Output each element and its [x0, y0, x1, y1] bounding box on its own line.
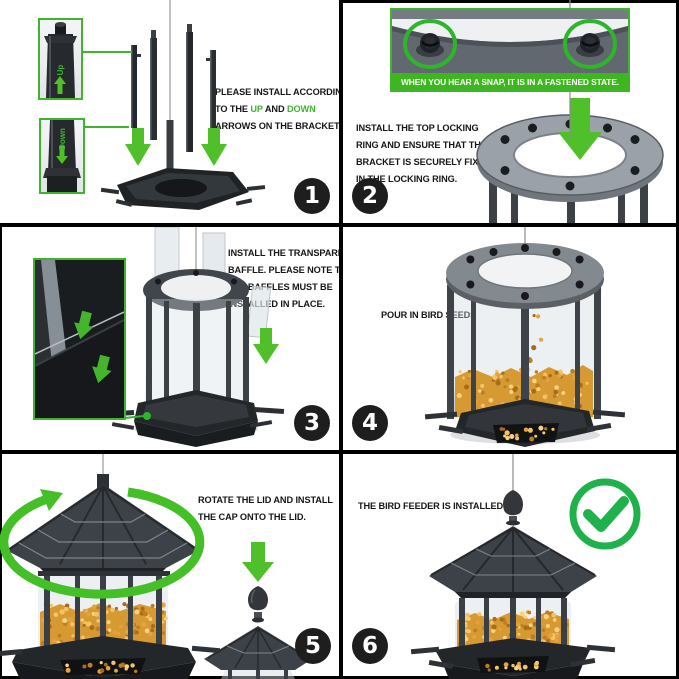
vertical-divider [339, 0, 343, 679]
roof-ridges [9, 485, 197, 568]
down-bracket-closeup: Down [43, 120, 81, 192]
highlight-circle [403, 19, 457, 69]
down-arrow-icon [253, 328, 279, 364]
locking-ring-illustration [476, 0, 664, 223]
horizontal-divider [0, 450, 679, 454]
pour-seeds-illustration [424, 227, 626, 447]
cage-posts [146, 297, 249, 407]
panel-step-2: WHEN YOU HEAR A SNAP, IT IS IN A FASTENE… [343, 0, 679, 223]
top-ring [143, 269, 249, 311]
snap-closeup-inset: WHEN YOU HEAR A SNAP, IT IS IN A FASTENE… [390, 8, 630, 92]
ring-bolts [466, 244, 584, 300]
horizontal-divider [0, 223, 679, 227]
up-word: UP [250, 104, 263, 114]
frame-edge-top [339, 0, 679, 3]
hex-base [424, 399, 626, 447]
panel-step-1: Up Down PLEASE INSTALL ACCORDING TO THE … [0, 0, 339, 223]
step-number-badge: 6 [352, 628, 388, 664]
highlight-circle [563, 19, 617, 69]
bracket-inset-down: Down [39, 118, 85, 194]
lid-cap [503, 490, 523, 526]
step-1-caption: PLEASE INSTALL ACCORDING TO THE UP AND D… [215, 87, 339, 131]
step-number-badge: 3 [294, 405, 330, 441]
tray-seeds [499, 425, 555, 442]
up-label: Up [56, 65, 65, 76]
body-posts [44, 574, 162, 652]
bracket-assembly-illustration [100, 0, 266, 210]
locking-knob [576, 33, 604, 57]
cage-posts [489, 180, 648, 223]
top-locking-ring [446, 243, 604, 309]
step-4-caption: POUR IN BIRD SEEDS [381, 310, 477, 320]
snap-closeup [392, 10, 628, 73]
frame-edge-left [0, 223, 2, 679]
bracket-rods [131, 24, 216, 152]
step-2-caption: INSTALL THE TOP LOCKING RING AND ENSURE … [356, 123, 491, 184]
lid-cap [248, 586, 268, 623]
panel-step-4: POUR IN BIRD SEEDS 4 [343, 227, 679, 450]
hex-base [103, 390, 285, 447]
connector-dot [143, 412, 151, 420]
step-3-caption: INSTALL THE TRANSPARENT BAFFLE. PLEASE N… [228, 248, 339, 309]
frame-edge-right [676, 0, 679, 679]
step-5-caption: ROTATE THE LID AND INSTALL THE CAP ONTO … [198, 495, 333, 522]
step-number-badge: 5 [295, 628, 331, 664]
rotate-arrow-icon [0, 487, 205, 599]
down-arrow-icon [125, 128, 151, 166]
inset-connector-line [123, 415, 145, 419]
down-arrow-icon [74, 310, 94, 340]
finished-feeder-illustration [410, 454, 641, 679]
seed-texture [456, 367, 589, 417]
step-number-badge: 1 [294, 178, 330, 214]
pagoda-roof [429, 526, 597, 598]
down-label: Down [58, 128, 67, 150]
step-number-badge: 2 [352, 178, 388, 214]
roof-tiles [18, 513, 188, 559]
up-bracket-closeup: Up [44, 22, 77, 98]
down-arrow-icon [558, 98, 602, 160]
inset-connector-line [83, 126, 129, 128]
cage-posts [447, 285, 601, 419]
lid-rotate-illustration [0, 454, 312, 679]
hex-base [100, 120, 266, 210]
baffle-slot-inset [33, 258, 126, 420]
snap-banner: WHEN YOU HEAR A SNAP, IT IS IN A FASTENE… [392, 73, 628, 90]
panel-step-5: ROTATE THE LID AND INSTALL THE CAP ONTO … [0, 454, 339, 679]
tray-seeds [485, 660, 539, 672]
inset-connector-line [81, 51, 132, 53]
tray-seeds [65, 660, 138, 674]
down-word: DOWN [286, 104, 316, 114]
down-arrow-icon [92, 354, 112, 384]
top-locking-ring [476, 114, 664, 202]
down-arrow-icon [242, 542, 274, 582]
baffle-slot-closeup [35, 260, 124, 418]
frame-edge-bottom [0, 676, 679, 679]
baffle-install-illustration [103, 227, 285, 447]
hex-base [410, 638, 616, 679]
bracket-inset-up: Up [38, 18, 83, 100]
check-icon [569, 478, 641, 550]
panel-step-6: THE BIRD FEEDER IS INSTALLED. 6 [343, 454, 679, 679]
panel-step-3: INSTALL THE TRANSPARENT BAFFLE. PLEASE N… [0, 227, 339, 450]
step-number-badge: 4 [352, 405, 388, 441]
up-arrow-icon [54, 76, 66, 94]
step-6-caption: THE BIRD FEEDER IS INSTALLED. [358, 501, 506, 511]
locking-knob [416, 33, 444, 57]
down-arrow-icon [56, 146, 68, 164]
down-arrow-icon [201, 128, 227, 166]
